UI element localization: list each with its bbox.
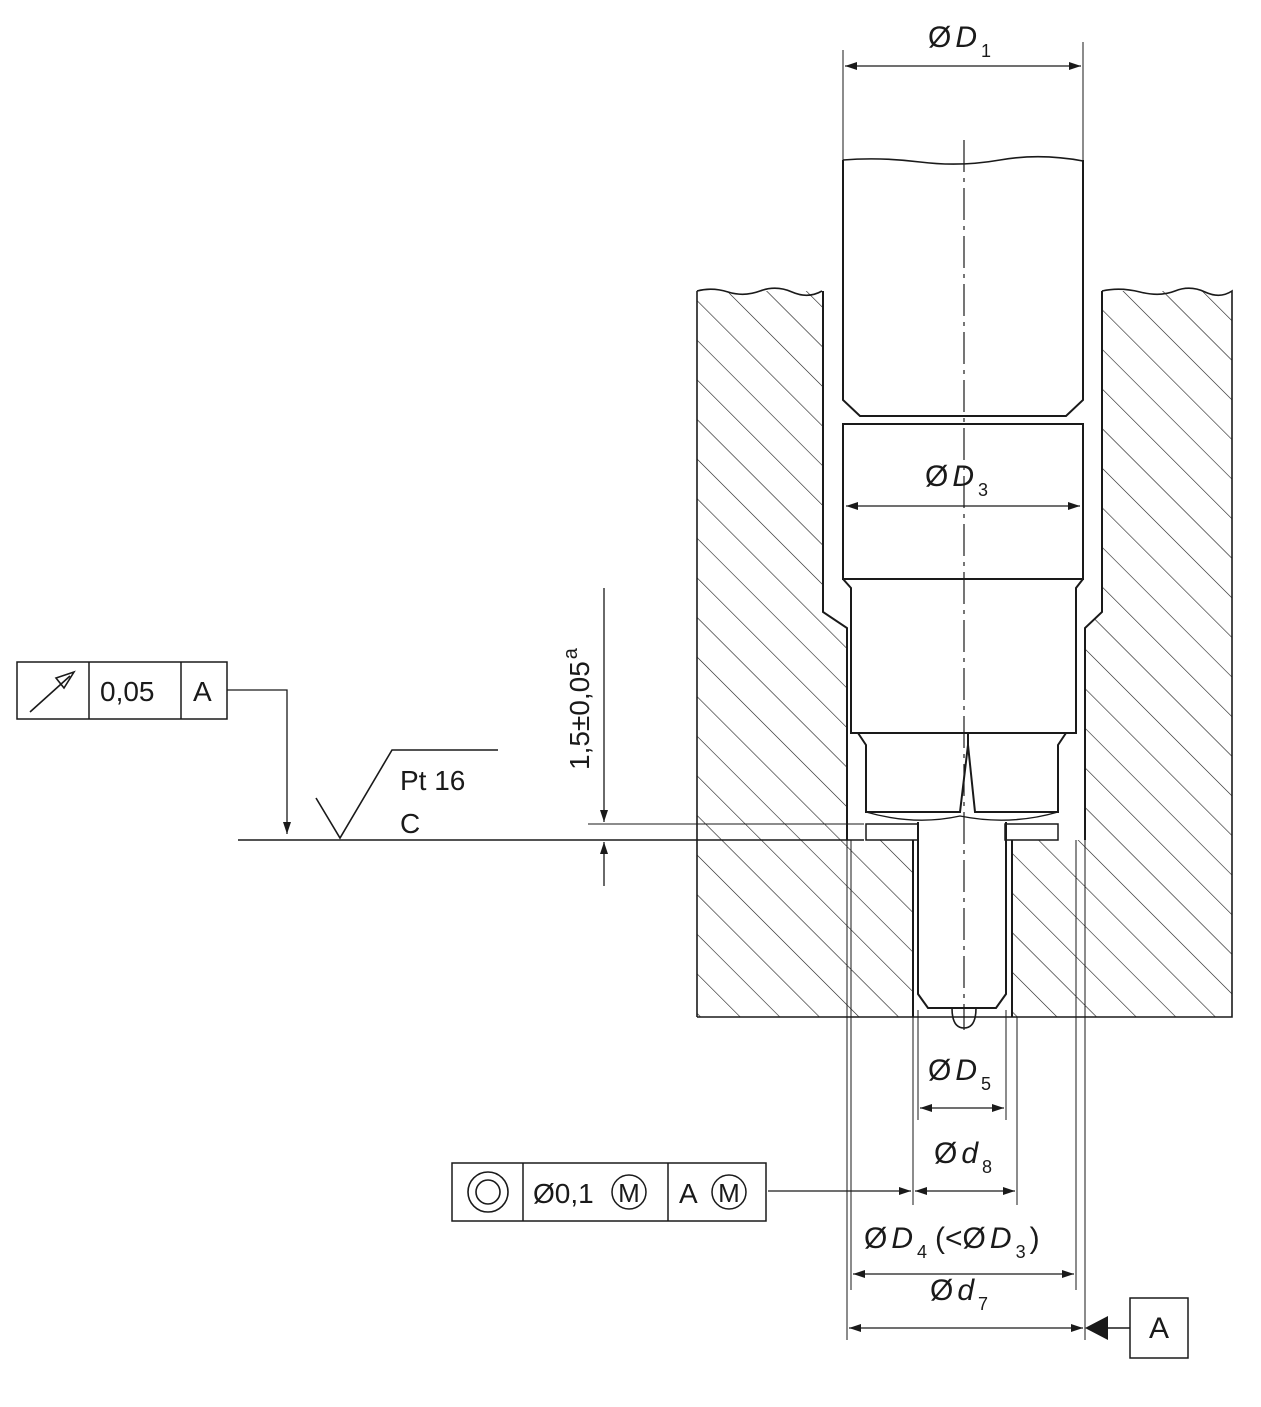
concentricity-frame: Ø0,1 M A M <box>451 1162 767 1222</box>
concentricity-modifier: M <box>618 1178 640 1208</box>
svg-text:ØD4(<ØD3): ØD4(<ØD3) <box>864 1222 1040 1262</box>
plunger <box>842 155 1084 1029</box>
datum-A: A <box>1085 1297 1189 1359</box>
svg-text:ØD5: ØD5 <box>928 1054 991 1094</box>
runout-frame: 0,05 A <box>16 661 291 834</box>
svg-text:Pt 16: Pt 16 <box>400 765 465 796</box>
runout-tolerance: 0,05 <box>100 676 155 707</box>
datum-label: A <box>1149 1312 1169 1345</box>
concentricity-datum: A <box>679 1178 698 1209</box>
svg-text:Ød7: Ød7 <box>930 1274 988 1314</box>
dim-height: 1,5±0,05a <box>560 588 864 886</box>
housing-section <box>696 287 1233 1018</box>
runout-datum: A <box>193 676 212 707</box>
svg-text:Ød8: Ød8 <box>934 1137 992 1177</box>
surface-finish-symbol: Pt 16 C <box>315 749 498 840</box>
svg-text:ØD1: ØD1 <box>928 21 991 61</box>
runout-arrow-icon <box>29 670 76 713</box>
concentricity-icon <box>467 1171 509 1213</box>
concentricity-datum-modifier: M <box>718 1178 740 1208</box>
svg-text:ØD3: ØD3 <box>925 460 988 500</box>
concentricity-tolerance: Ø0,1 <box>533 1178 594 1209</box>
svg-text:C: C <box>400 808 420 839</box>
svg-text:1,5±0,05a: 1,5±0,05a <box>560 647 595 770</box>
